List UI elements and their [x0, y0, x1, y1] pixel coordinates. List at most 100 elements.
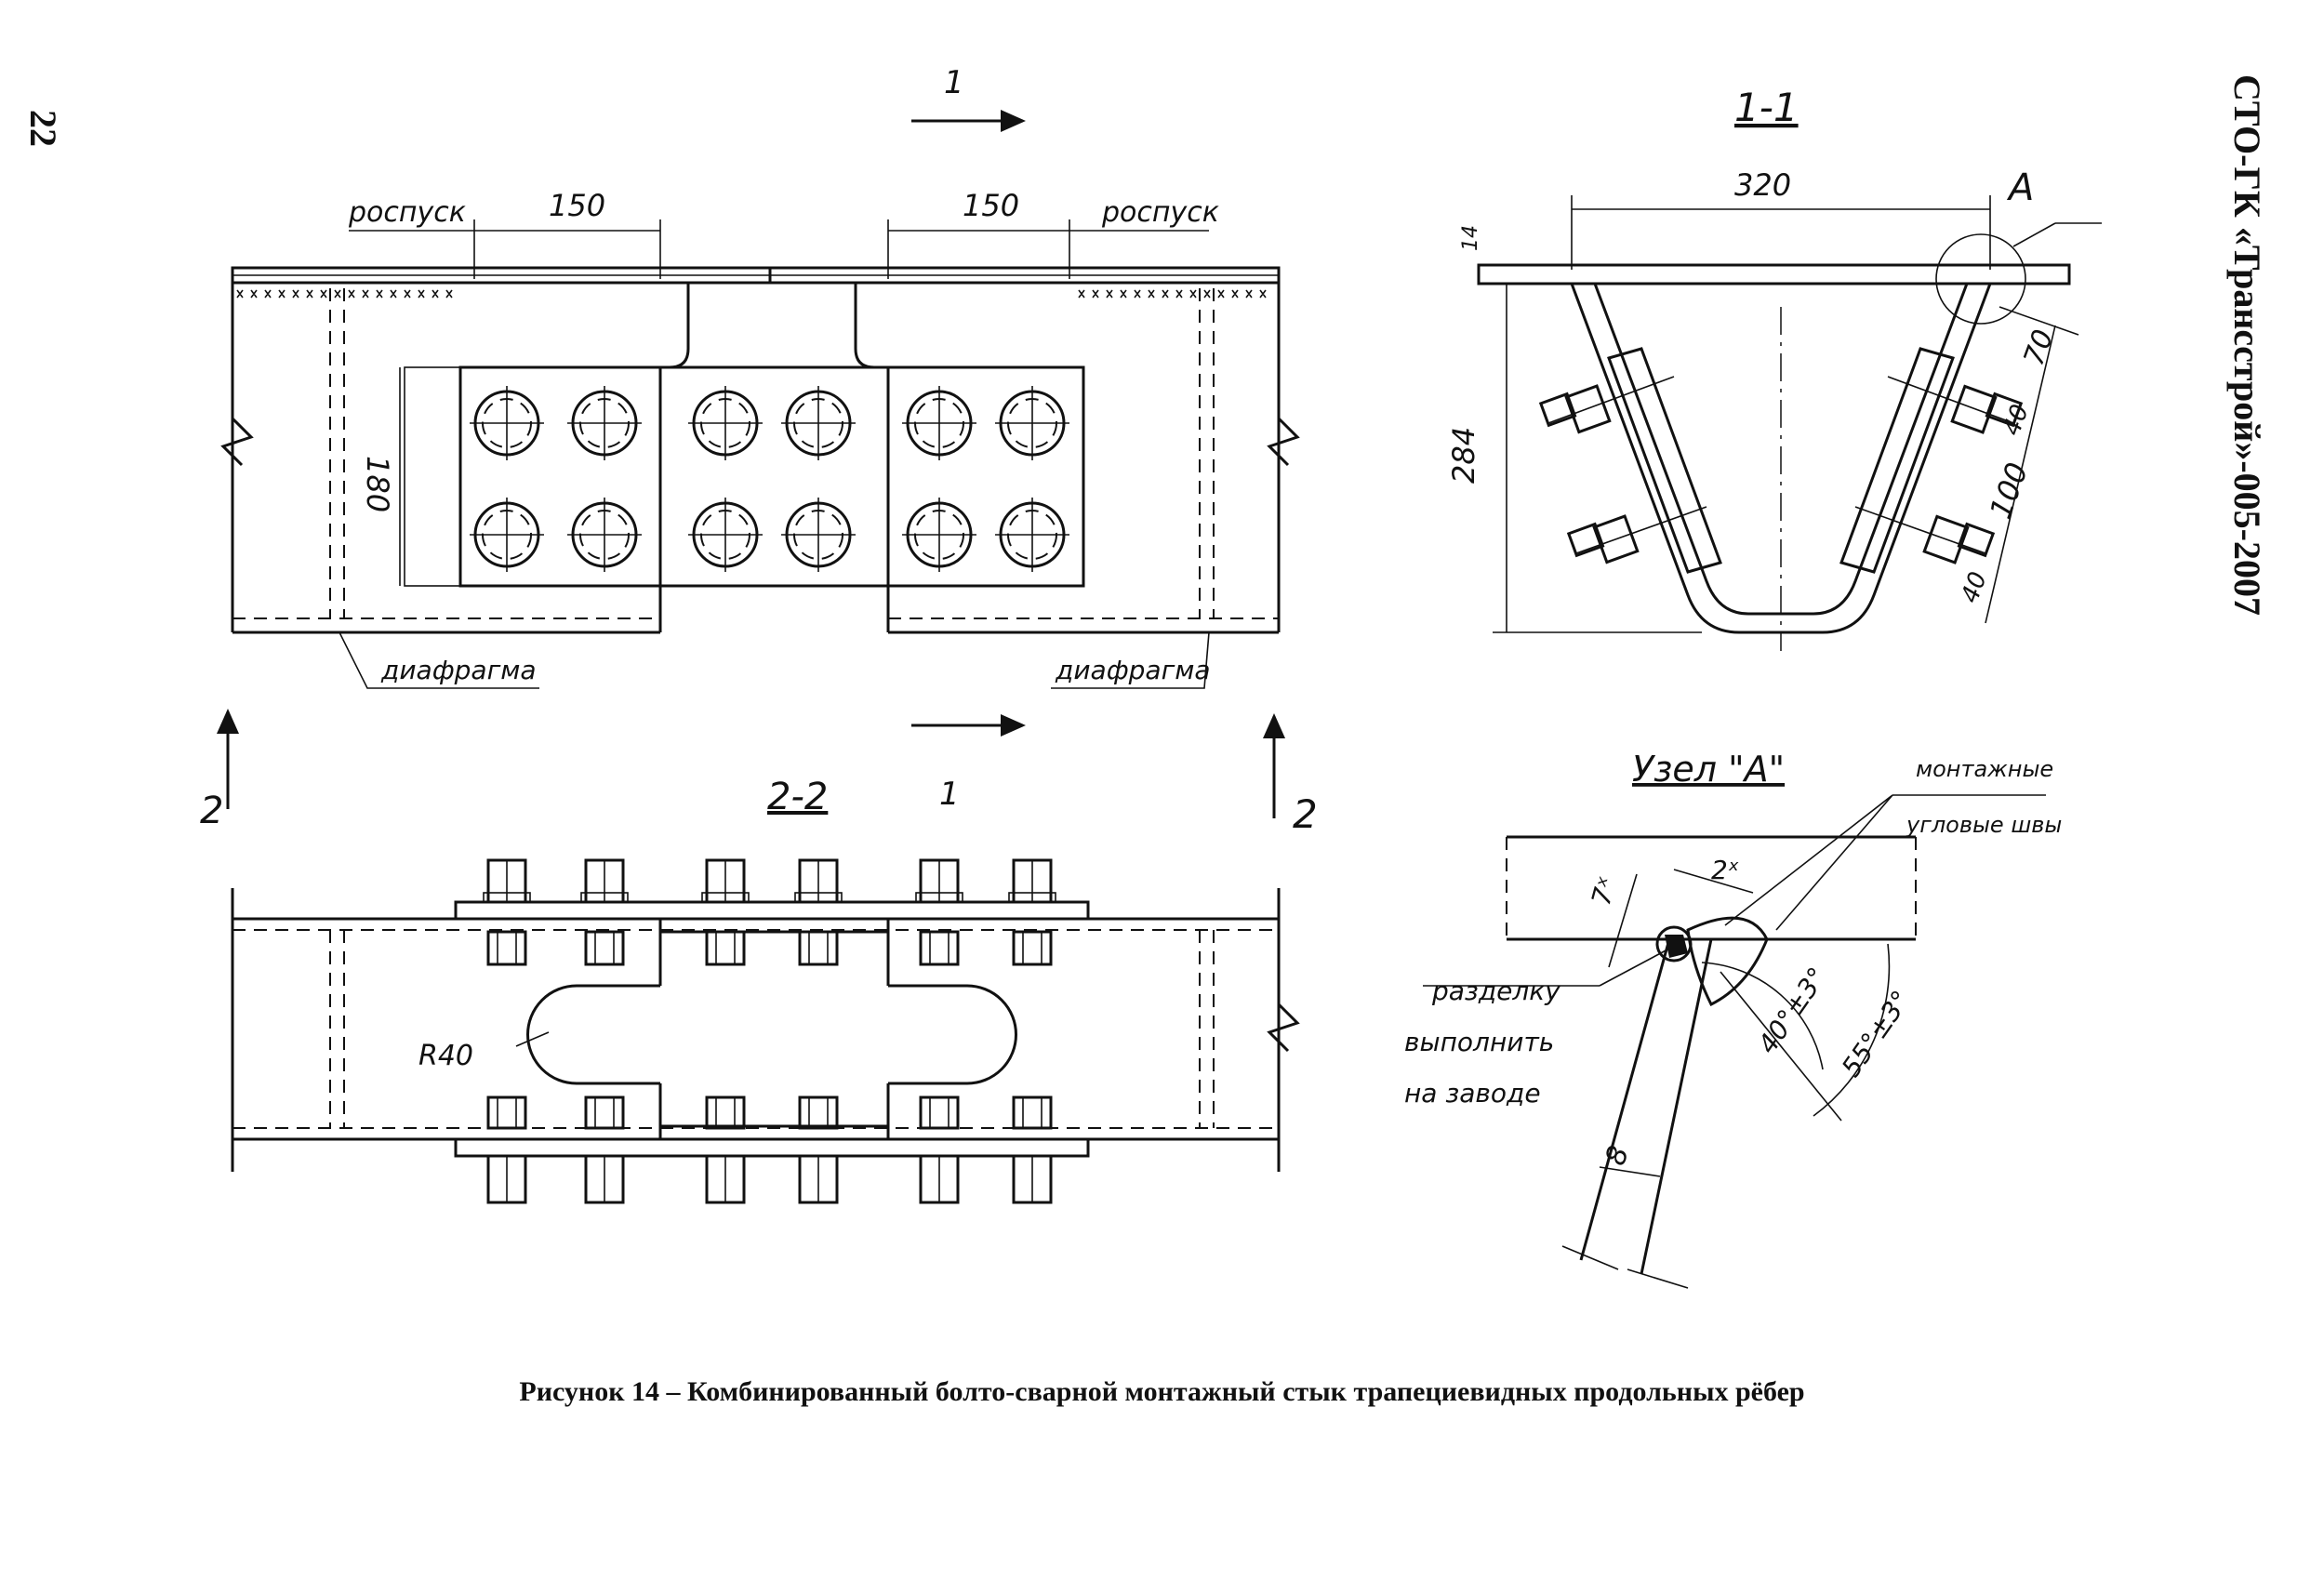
label-diaphragm-right: диафрагма [1055, 655, 1211, 685]
section-2-2: 2-2 R40 [231, 776, 1300, 1204]
node-a-leader [2012, 222, 2056, 247]
label-diaphragm-left: диафрагма [380, 655, 537, 685]
label-welds-line2: угловые швы [1906, 812, 2062, 838]
side-mark-2-left: 2 [200, 790, 223, 832]
label-groove-line3: на заводе [1404, 1078, 1541, 1109]
weld-marks [236, 289, 1267, 299]
node-a-ref: А [2006, 166, 2034, 209]
bolt [1012, 1095, 1053, 1204]
dim-284: 284 [1446, 427, 1481, 484]
section-1-1: 1-1 [1446, 85, 2102, 651]
bolt [902, 386, 976, 460]
splice-plate-right-sloped [1839, 347, 1955, 574]
detail-web-right [1640, 938, 1713, 1275]
label-welds-line1: монтажные [1916, 756, 2053, 782]
label-groove-line2: выполнить [1404, 1027, 1554, 1057]
leader-diaphragm-left [339, 631, 539, 689]
bolt [781, 386, 856, 460]
deck-plate-section [1477, 263, 2071, 285]
leader-r40 [515, 1031, 550, 1047]
bolt [995, 498, 1069, 572]
bolt [486, 1095, 527, 1204]
angle-arc-55 [1813, 943, 1891, 1117]
dim-150-left: 150 [549, 188, 605, 223]
break-line-left [220, 417, 254, 467]
section-mark-1-top: 1 [944, 64, 964, 101]
bolt [781, 498, 856, 572]
node-a-title: Узел "А" [1632, 749, 1785, 790]
weld-fill [1665, 935, 1688, 958]
dim-angle-55: 55°±3° [1836, 985, 1917, 1082]
splice-plate-top [454, 900, 1090, 921]
splice-plate-left-zone [404, 366, 461, 587]
dim-14: 14 [1459, 225, 1482, 251]
release-cut-left [656, 283, 690, 369]
angle-arc-40 [1701, 962, 1824, 1070]
welds-leader-2 [1775, 794, 1893, 931]
splice-plate-bottom [454, 1137, 1090, 1158]
bolt [483, 858, 531, 966]
dim-line-7 [1608, 873, 1638, 968]
section-mark-1-bottom: 1 [939, 776, 960, 813]
break-line-right [1267, 417, 1300, 467]
bolt [915, 858, 963, 966]
dim-ext-a [1999, 306, 2079, 336]
fillet-weld [1686, 916, 1769, 1007]
bolt [580, 858, 629, 966]
node-a-detail: Узел "А" монтажные угловые швы 7ˣ [1404, 749, 2062, 1289]
dim-line-sloped [1985, 325, 2056, 624]
dim-100: 100 [1983, 458, 2036, 523]
detail-break-1 [1561, 1245, 1619, 1270]
label-release-left: роспуск [348, 196, 466, 229]
bolts-plan [470, 386, 1069, 572]
figure-caption: Рисунок 14 – Комбинированный болто-сварн… [519, 1376, 1805, 1407]
bolt [688, 498, 763, 572]
r40-release-slot [526, 984, 1017, 1085]
bolt [567, 498, 642, 572]
splice-plate [458, 365, 1085, 588]
bolt [798, 1095, 839, 1204]
leader-diaphragm-right [1051, 631, 1210, 689]
bolt [995, 386, 1069, 460]
bolt [701, 858, 750, 966]
dim-40-lower: 40 [1956, 568, 1993, 606]
bolt [794, 858, 843, 966]
dim-line-2 [1673, 869, 1754, 894]
label-r40: R40 [418, 1040, 473, 1072]
groove-leader [1599, 948, 1670, 987]
bolt [902, 498, 976, 572]
plan-view: 1 [200, 64, 1318, 837]
bolt [470, 386, 544, 460]
dim-line-8 [1599, 1166, 1661, 1177]
label-groove-line1: разделку [1431, 976, 1560, 1006]
bolt [584, 1095, 625, 1204]
break-line-section [1267, 1002, 1300, 1053]
bolt [1008, 858, 1056, 966]
welds-leader-1 [1724, 794, 1893, 926]
bolt [470, 498, 544, 572]
bolts-section [483, 858, 1056, 1204]
section-1-1-title: 1-1 [1734, 85, 1799, 130]
bolts-sloped [1538, 376, 2024, 564]
section-2-2-title: 2-2 [767, 776, 828, 818]
dim-weld-2: 2ˣ [1711, 855, 1739, 885]
side-mark-2-right: 2 [1293, 791, 1318, 837]
detail-web-left [1579, 938, 1671, 1261]
angle-ray [1720, 971, 1842, 1122]
bolt [705, 1095, 746, 1204]
dim-180: 180 [360, 456, 395, 512]
label-release-right: роспуск [1101, 196, 1219, 229]
detail-break-2 [1627, 1268, 1689, 1289]
dim-150-right: 150 [963, 188, 1019, 223]
bolt [688, 386, 763, 460]
dim-angle-40: 40°±3° [1752, 962, 1833, 1059]
release-cut-right [854, 283, 888, 369]
splice-plate-left-sloped [1607, 347, 1722, 574]
dim-320: 320 [1734, 167, 1791, 203]
bolt [567, 386, 642, 460]
dim-weld-7: 7ˣ [1586, 873, 1623, 909]
bolt [919, 1095, 960, 1204]
node-a-callout-circle [1935, 233, 2026, 325]
